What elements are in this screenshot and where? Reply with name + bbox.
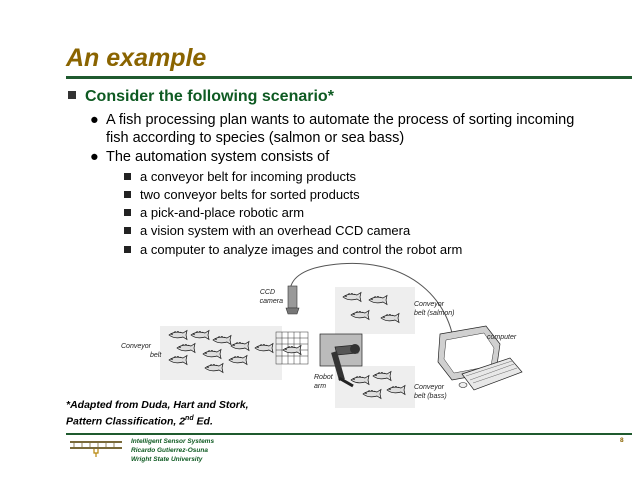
robot-label-line2: arm [314,383,326,390]
conveyor-bass-label-line2: belt (bass) [414,393,447,400]
sub-bullet-item: a pick-and-place robotic arm [124,205,304,220]
bullet-text: A fish processing plan wants to automate… [106,112,575,146]
sub-bullet-text: a conveyor belt for incoming products [140,169,357,184]
sub-bullet-text: a computer to analyze images and control… [140,242,463,257]
computer-cable [289,263,456,358]
scenario-heading: Consider the following scenario* [68,88,334,106]
credit-line1: *Adapted from Duda, Hart and Stork, [66,399,249,411]
sub-bullet-text: two conveyor belts for sorted products [140,187,360,202]
square-bullet-icon [124,246,131,253]
scenario-heading-text: Consider the following scenario* [85,88,334,105]
sub-bullet-text: a vision system with an overhead CCD cam… [140,223,411,238]
credit-line2-end: Ed. [193,415,213,428]
sub-bullet-item: a vision system with an overhead CCD cam… [124,223,410,238]
computer-label: computer [487,334,517,341]
robot-label-line1: Robot [314,374,334,381]
footer-divider [66,433,632,435]
footer-author: Ricardo Gutierrez-Osuna [131,447,208,454]
sub-bullet-item: two conveyor belts for sorted products [124,187,360,202]
credit-line2: Pattern Classification, 2nd Ed. [66,412,249,429]
sub-bullet-text: a pick-and-place robotic arm [140,205,305,220]
square-bullet-icon [124,227,131,234]
fish-sorting-diagram: CCD camera Conveyor belt (salmon) comput… [121,263,523,408]
dot-bullet-icon: ● [90,112,99,128]
footer-university: Wright State University [131,456,203,463]
conveyor-salmon-label-line1: Conveyor [414,301,445,308]
conveyor-bass-label-line1: Conveyor [414,384,445,391]
computer-icon [437,325,523,391]
sub-bullet-item: a computer to analyze images and control… [124,242,462,257]
bullet-text: The automation system consists of [106,149,330,165]
footer-course: Intelligent Sensor Systems [131,438,215,445]
source-credit: *Adapted from Duda, Hart and Stork, Patt… [66,398,249,429]
ccd-camera-icon [285,285,300,315]
page-number: 8 [620,437,624,444]
wright-brothers-plane-logo-icon [70,441,122,457]
ccd-label-line2: camera [260,298,283,305]
salmon-conveyor-belt [335,287,415,334]
ccd-label-line1: CCD [260,289,275,296]
square-bullet-icon [124,173,131,180]
conveyor-salmon-label-line2: belt (salmon) [414,310,454,317]
square-bullet-icon [124,191,131,198]
bass-conveyor-belt [335,366,415,408]
credit-line2-text: Pattern Classification, 2 [66,415,186,428]
title-divider [66,76,632,79]
dot-bullet-icon: ● [90,149,99,165]
slide-title: An example [66,44,207,72]
credit-superscript: nd [185,415,194,422]
footer-info: Intelligent Sensor Systems Ricardo Gutie… [131,437,214,464]
square-bullet-icon [68,91,76,99]
fish-icon [282,345,302,355]
conveyor-in-label-line1: Conveyor [121,343,152,350]
sub-bullet-item: a conveyor belt for incoming products [124,169,356,184]
square-bullet-icon [124,209,131,216]
conveyor-in-label-line2: belt [150,352,162,359]
robot-arm-icon [319,333,363,388]
